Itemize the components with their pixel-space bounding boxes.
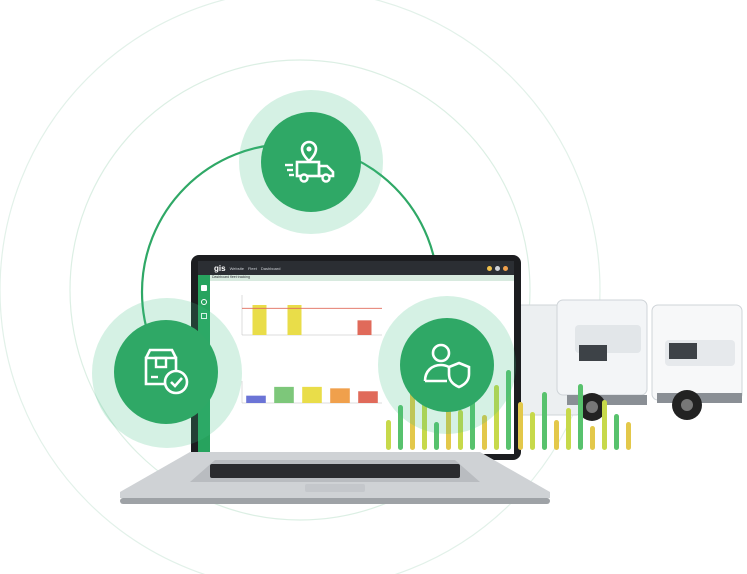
- trackpad: [305, 484, 365, 492]
- equalizer-bar: [506, 370, 511, 450]
- chart-2-bar: [358, 391, 378, 403]
- equalizer-bar: [470, 395, 475, 450]
- equalizer-bar: [398, 405, 403, 450]
- topbar-actions: [487, 265, 508, 271]
- breadcrumb-2[interactable]: Fleet: [247, 265, 257, 271]
- equalizer-bar: [458, 410, 463, 450]
- laptop-base: [120, 452, 550, 504]
- settings-icon[interactable]: [495, 265, 500, 271]
- sidebar-item-search[interactable]: [201, 299, 207, 305]
- user-shield-icon: [423, 343, 471, 389]
- page-title: Dashboard fleet tracking: [212, 275, 250, 279]
- bar-chart-2: [241, 381, 382, 404]
- equalizer-bar: [434, 422, 439, 450]
- middle-ring: [69, 59, 531, 521]
- equalizer-bar: [410, 390, 415, 450]
- equalizer-bar: [422, 400, 427, 450]
- chart-2-bar: [246, 395, 266, 403]
- equalizer-bar: [386, 420, 391, 450]
- equalizer-bar: [566, 408, 571, 450]
- equalizer-bar: [578, 384, 583, 450]
- chart-2-bar: [302, 386, 322, 403]
- notification-icon[interactable]: [487, 265, 492, 271]
- breadcrumb-1[interactable]: Website: [229, 265, 244, 271]
- delivery-badge: [239, 90, 383, 234]
- sidebar-item-home[interactable]: [201, 285, 207, 291]
- outer-ring: [0, 0, 601, 574]
- truck-middle: [556, 299, 648, 421]
- trucks-illustration: [501, 299, 743, 421]
- bar-chart-1: [241, 295, 382, 336]
- app-topbar: gis Website Fleet Dashboard: [198, 261, 514, 275]
- equalizer-bar: [626, 422, 631, 450]
- equalizer-bar: [614, 414, 619, 450]
- sidebar-item-reports[interactable]: [201, 313, 207, 319]
- keyboard-area: [210, 464, 460, 478]
- equalizer-bar: [482, 415, 487, 450]
- security-badge-core: [400, 318, 494, 412]
- breadcrumb-3[interactable]: Dashboard: [260, 265, 281, 271]
- chart-2-bar: [274, 386, 294, 403]
- page-header-bar: [210, 275, 514, 281]
- equalizer-bar: [590, 426, 595, 450]
- equalizer-bar: [494, 385, 499, 450]
- package-badge: [92, 298, 242, 448]
- equalizer-bar: [542, 392, 547, 450]
- equalizer-bars: [386, 370, 631, 450]
- security-badge: [378, 296, 516, 434]
- chart-1-bar: [252, 305, 267, 335]
- user-avatar-icon[interactable]: [503, 265, 508, 271]
- delivery-truck-location-icon: [285, 140, 335, 183]
- package-delivered-clock-icon: [144, 348, 189, 395]
- delivery-badge-core: [261, 112, 361, 212]
- package-badge-core: [114, 320, 218, 424]
- chart-2-bar: [330, 388, 350, 403]
- equalizer-bar: [518, 402, 523, 450]
- app-logo: gis: [214, 263, 226, 273]
- chart-1-bar: [287, 305, 302, 335]
- equalizer-bar: [530, 412, 535, 450]
- charts-area: [241, 295, 382, 404]
- equalizer-bar: [554, 420, 559, 450]
- truck-front: [651, 304, 743, 420]
- chart-1-bar: [357, 320, 372, 335]
- equalizer-bar: [602, 400, 607, 450]
